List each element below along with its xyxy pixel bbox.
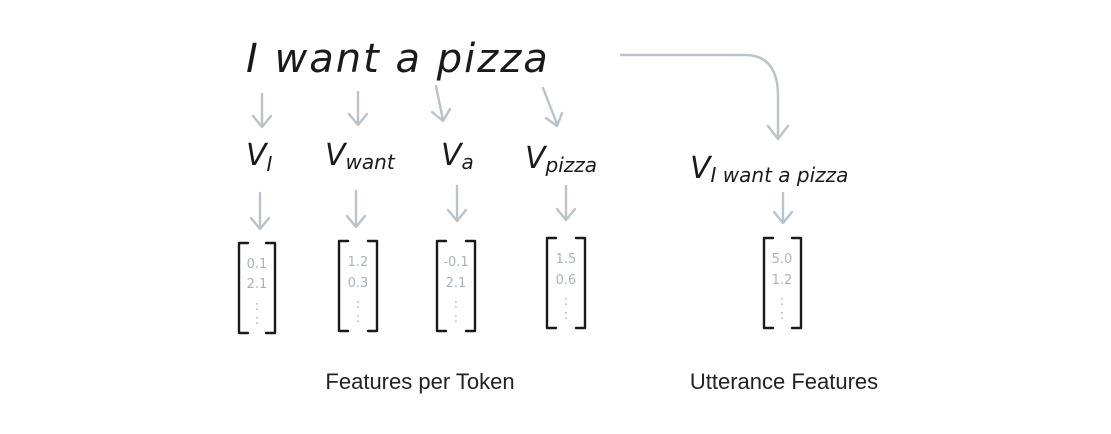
feature-vector-want: 1.2 0.3 : :	[337, 239, 379, 333]
bracket-left	[762, 236, 775, 330]
vector-ellipsis: :	[780, 308, 784, 323]
vector-ellipsis: :	[564, 308, 568, 323]
token-arrows-top	[251, 84, 564, 129]
vector-value: 2.1	[446, 276, 467, 291]
caption-features-per-token: Features per Token	[325, 369, 514, 394]
bracket-left	[337, 239, 350, 333]
arrow-vector-4	[555, 184, 577, 222]
vector-value: 0.6	[556, 273, 577, 288]
caption-utterance-features: Utterance Features	[690, 369, 878, 394]
vector-ellipsis: :	[356, 297, 360, 312]
vector-ellipsis: :	[564, 294, 568, 309]
vector-label-I: VI	[246, 138, 273, 176]
arrow-vector-1	[249, 191, 271, 231]
bracket-right	[366, 239, 379, 333]
token-feature-vectors: 0.1 2.1 : : 1.2 0.3 : : -0.1 2.1 : : 1.5…	[237, 236, 587, 335]
vector-value: 0.1	[247, 257, 268, 272]
token-arrows-bottom	[249, 184, 794, 231]
arrow-token-2	[347, 90, 369, 127]
vector-value: 0.3	[348, 276, 369, 291]
arrow-utterance-curve	[619, 53, 790, 141]
vector-value: -0.1	[443, 255, 468, 270]
bracket-right	[574, 236, 587, 330]
vector-ellipsis: :	[780, 294, 784, 309]
vector-ellipsis: :	[454, 311, 458, 326]
vector-value: 2.1	[247, 277, 268, 292]
vector-value: 1.2	[772, 273, 793, 288]
vector-value: 1.5	[556, 252, 577, 267]
bracket-right	[464, 239, 477, 333]
feature-vector-a: -0.1 2.1 : :	[435, 239, 477, 333]
vector-ellipsis: :	[255, 299, 259, 314]
arrow-vector-2	[345, 189, 367, 229]
bracket-left	[545, 236, 558, 330]
arrow-token-1	[251, 92, 273, 129]
arrow-vector-3	[446, 184, 468, 223]
bracket-right	[790, 236, 803, 330]
feature-vector-I: 0.1 2.1 : :	[237, 241, 277, 335]
feature-vector-utterance: 5.0 1.2 : :	[762, 236, 803, 330]
feature-vector-pizza: 1.5 0.6 : :	[545, 236, 587, 330]
arrow-token-4	[541, 86, 564, 128]
arrow-token-3	[430, 84, 452, 123]
vector-label-a: Va	[441, 138, 474, 174]
vector-value: 1.2	[348, 255, 369, 270]
token-vector-labels: VI Vwant Va Vpizza	[246, 138, 597, 177]
vector-value: 5.0	[772, 252, 793, 267]
vector-label-want: Vwant	[325, 138, 396, 174]
bracket-left	[435, 239, 448, 333]
bracket-left	[237, 241, 250, 335]
vector-ellipsis: :	[255, 313, 259, 328]
arrow-vector-utterance	[772, 191, 794, 225]
vector-ellipsis: :	[454, 297, 458, 312]
vector-label-pizza: Vpizza	[525, 141, 597, 177]
sentence-text: I want a pizza	[246, 36, 550, 82]
vector-label-utterance: VI want a pizza	[690, 151, 848, 187]
bracket-right	[264, 241, 277, 335]
vector-ellipsis: :	[356, 311, 360, 326]
